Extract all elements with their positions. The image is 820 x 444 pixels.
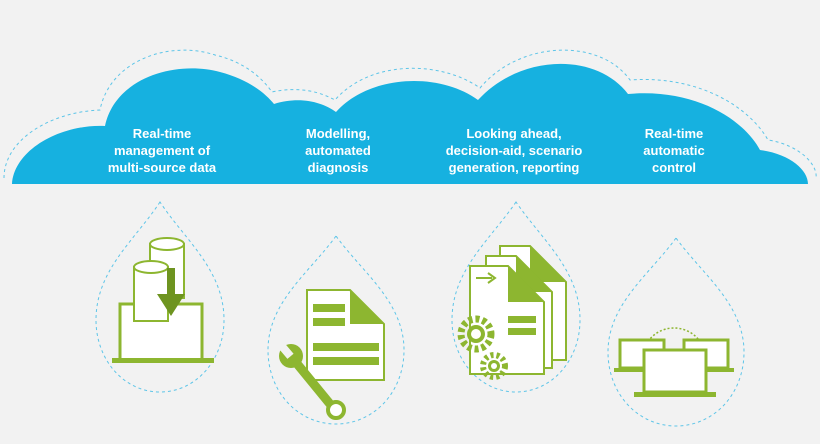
cloud-label-data-management: Real-time management of multi-source dat… bbox=[107, 126, 217, 175]
laptops-network-icon bbox=[614, 327, 734, 397]
documents-gears-icon bbox=[457, 245, 567, 380]
cloud-label-automatic-control: Real-time automatic control bbox=[643, 126, 705, 175]
cloud-body bbox=[12, 63, 808, 184]
database-download-icon bbox=[112, 237, 214, 363]
document-wrench-icon bbox=[278, 289, 385, 420]
cloud-dashed-outline bbox=[3, 49, 817, 179]
drop-2 bbox=[267, 235, 405, 425]
drop-1 bbox=[95, 201, 225, 393]
cloud-label-looking-ahead: Looking ahead, decision-aid, scenario ge… bbox=[445, 126, 583, 175]
drop-2-outline bbox=[267, 235, 405, 425]
cloud bbox=[3, 49, 817, 184]
cloud-label-modelling: Modelling, automated diagnosis bbox=[305, 126, 371, 175]
drop-4-outline bbox=[607, 237, 745, 427]
drop-3 bbox=[451, 201, 581, 393]
drop-4 bbox=[607, 237, 745, 427]
